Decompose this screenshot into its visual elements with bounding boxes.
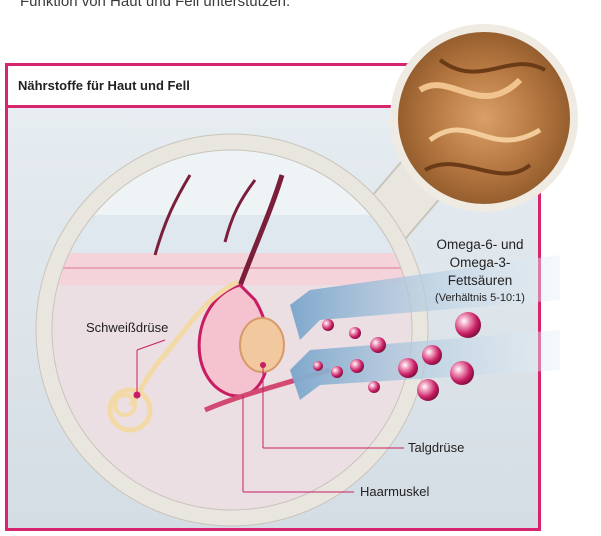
omega-ratio-label: (Verhältnis 5-10:1): [405, 290, 555, 306]
fur-closeup: [394, 28, 574, 208]
omega-label-line2: Omega-3-: [450, 255, 511, 270]
omega-label-line3: Fettsäuren: [448, 273, 513, 288]
hair-muscle-label: Haarmuskel: [360, 484, 429, 499]
omega-fatty-acids-label: Omega-6- und Omega-3- Fettsäuren (Verhäl…: [405, 236, 555, 306]
sweat-gland-label: Schweißdrüse: [86, 320, 168, 335]
omega-label-line1: Omega-6- und: [436, 237, 523, 252]
sebaceous-gland-label: Talgdrüse: [408, 440, 464, 455]
